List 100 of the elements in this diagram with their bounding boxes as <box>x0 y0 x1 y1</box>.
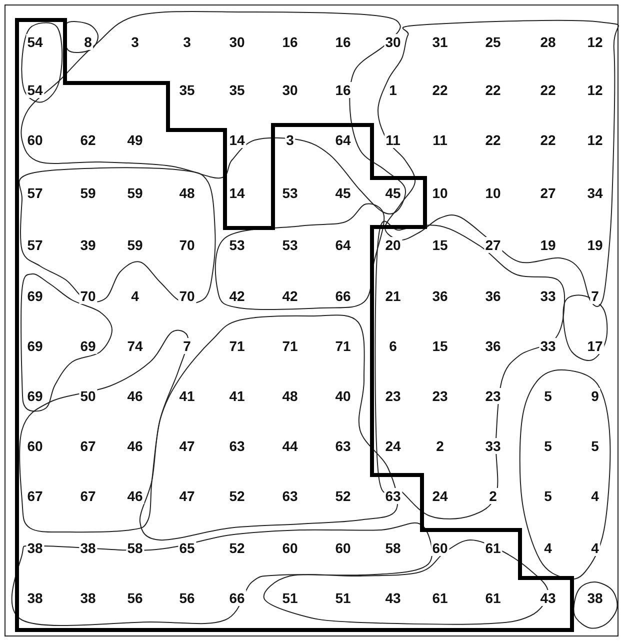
grid-number: 33 <box>539 288 557 304</box>
grid-number: 58 <box>126 540 144 556</box>
grid-number: 44 <box>281 438 299 454</box>
grid-number: 35 <box>178 82 196 98</box>
grid-number: 12 <box>586 132 604 148</box>
grid-number: 28 <box>539 34 557 50</box>
grid-number: 19 <box>539 237 557 253</box>
grid-number: 47 <box>178 438 196 454</box>
grid-number: 61 <box>484 540 502 556</box>
grid-number: 7 <box>590 288 600 304</box>
grid-number: 64 <box>334 237 352 253</box>
grid-number: 62 <box>79 132 97 148</box>
grid-number: 66 <box>334 288 352 304</box>
grid-number: 52 <box>228 540 246 556</box>
grid-number: 60 <box>26 438 44 454</box>
grid-number: 43 <box>539 590 557 606</box>
grid-number: 38 <box>79 540 97 556</box>
grid-number: 11 <box>432 132 448 148</box>
grid-number: 63 <box>334 438 352 454</box>
grid-number: 3 <box>130 34 140 50</box>
grid-number: 52 <box>334 488 352 504</box>
grid-number: 19 <box>586 237 604 253</box>
grid-number: 45 <box>384 185 402 201</box>
grid-number: 47 <box>178 488 196 504</box>
grid-number: 14 <box>228 132 246 148</box>
grid-number: 42 <box>281 288 299 304</box>
grid-number: 69 <box>26 338 44 354</box>
grid-number: 36 <box>484 288 502 304</box>
grid-number: 17 <box>586 338 604 354</box>
grid-number: 43 <box>384 590 402 606</box>
grid-number: 22 <box>539 82 557 98</box>
grid-number: 4 <box>543 540 553 556</box>
grid-number: 8 <box>83 34 93 50</box>
grid-number: 5 <box>590 438 600 454</box>
grid-number: 3 <box>182 34 192 50</box>
grid-number: 60 <box>431 540 449 556</box>
grid-number: 16 <box>334 34 352 50</box>
grid-number: 48 <box>281 388 299 404</box>
grid-number: 38 <box>26 540 44 556</box>
grid-number: 36 <box>431 288 449 304</box>
grid-number: 12 <box>586 82 604 98</box>
grid-number: 53 <box>228 237 246 253</box>
grid-number: 5 <box>543 388 553 404</box>
grid-number: 21 <box>384 288 402 304</box>
grid-number: 39 <box>79 237 97 253</box>
grid-number: 54 <box>26 82 44 98</box>
grid-number: 63 <box>281 488 299 504</box>
grid-number: 60 <box>26 132 44 148</box>
grid-number: 33 <box>484 438 502 454</box>
grid-number: 24 <box>384 438 402 454</box>
grid-number: 24 <box>431 488 449 504</box>
grid-number: 74 <box>126 338 144 354</box>
grid-number: 46 <box>126 438 144 454</box>
grid-number: 5 <box>543 488 553 504</box>
grid-number: 25 <box>484 34 502 50</box>
grid-number: 70 <box>79 288 97 304</box>
grid-number: 22 <box>484 82 502 98</box>
grid-number: 45 <box>334 185 352 201</box>
grid-number: 70 <box>178 288 196 304</box>
grid-number: 30 <box>228 34 246 50</box>
grid-number: 56 <box>178 590 196 606</box>
grid-number: 46 <box>126 488 144 504</box>
grid-number: 11 <box>384 132 402 148</box>
grid-number: 42 <box>228 288 246 304</box>
grid-number: 54 <box>26 34 44 50</box>
grid-number: 2 <box>488 488 498 504</box>
grid-number: 38 <box>586 590 604 606</box>
grid-number: 3 <box>285 132 295 148</box>
grid-number: 69 <box>26 388 44 404</box>
grid-number: 10 <box>431 185 449 201</box>
grid-number: 60 <box>334 540 352 556</box>
grid-number: 67 <box>79 488 97 504</box>
grid-number: 58 <box>384 540 402 556</box>
grid-number: 59 <box>126 185 144 201</box>
grid-number: 4 <box>590 540 600 556</box>
grid-number: 57 <box>26 237 44 253</box>
grid-number: 65 <box>178 540 196 556</box>
grid-number: 41 <box>178 388 196 404</box>
grid-number: 71 <box>281 338 299 354</box>
grid-number: 71 <box>334 338 352 354</box>
grid-number: 36 <box>484 338 502 354</box>
grid-number: 22 <box>431 82 449 98</box>
grid-number: 50 <box>79 388 97 404</box>
grid-number: 12 <box>586 34 604 50</box>
grid-number: 2 <box>435 438 445 454</box>
grid-number: 27 <box>539 185 557 201</box>
grid-number: 69 <box>79 338 97 354</box>
grid-number: 27 <box>484 237 502 253</box>
grid-number: 51 <box>334 590 352 606</box>
grid-number: 66 <box>228 590 246 606</box>
grid-number: 41 <box>228 388 246 404</box>
grid-number: 48 <box>178 185 196 201</box>
grid-number: 53 <box>281 185 299 201</box>
grid-number: 69 <box>26 288 44 304</box>
grid-number: 64 <box>334 132 352 148</box>
grid-number: 9 <box>590 388 600 404</box>
grid-number: 10 <box>484 185 502 201</box>
grid-number: 5 <box>543 438 553 454</box>
grid-number: 33 <box>539 338 557 354</box>
grid-number: 22 <box>484 132 502 148</box>
